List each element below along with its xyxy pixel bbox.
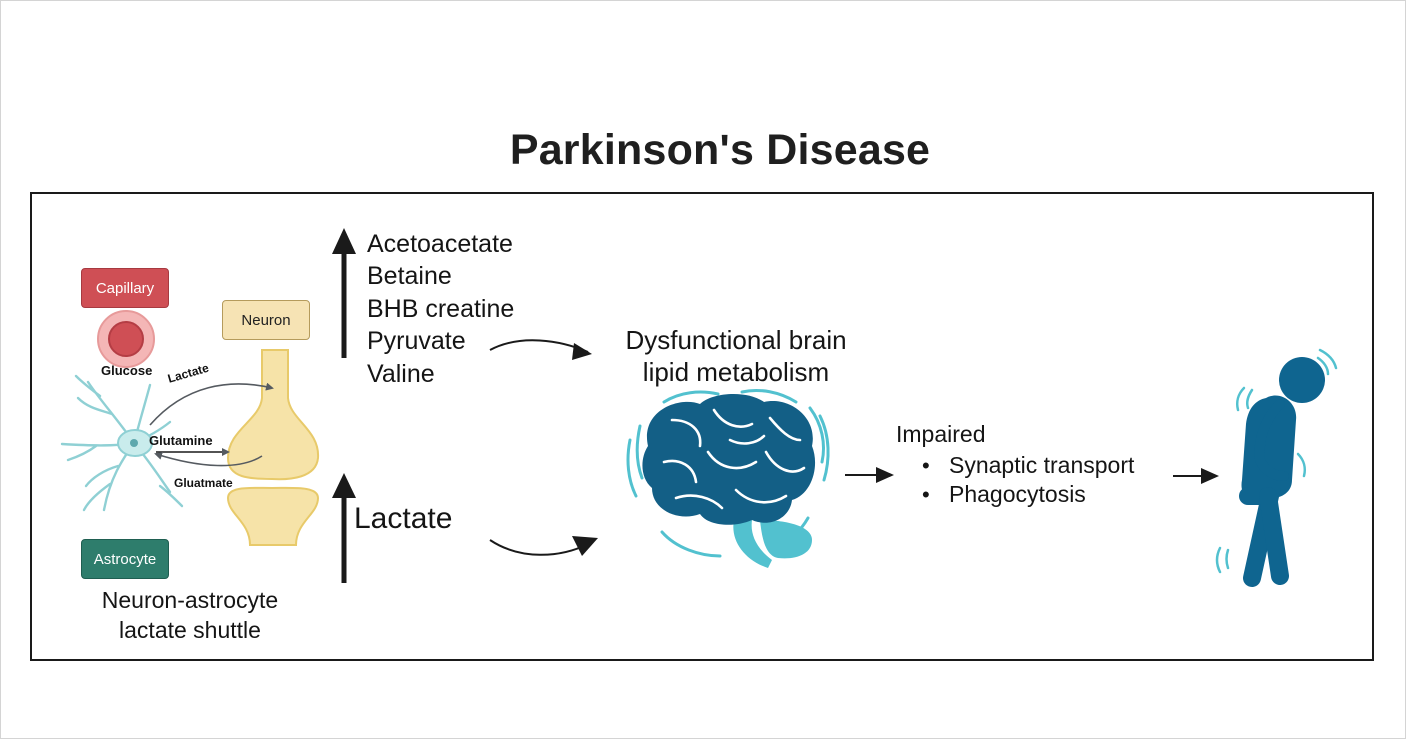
metabolite-item: Pyruvate [367, 327, 466, 356]
capillary-label: Capillary [81, 268, 169, 308]
impaired-item-text: Phagocytosis [949, 481, 1086, 507]
impaired-list: Synaptic transport Phagocytosis [922, 451, 1134, 509]
astrocyte-nucleus [130, 439, 138, 447]
impaired-item: Synaptic transport [922, 451, 1134, 480]
glutamate-arrow [154, 452, 263, 467]
arrow-right-icon [845, 467, 894, 483]
capillary-icon [97, 310, 155, 368]
impaired-item: Phagocytosis [922, 480, 1134, 509]
metabolite-item: Valine [367, 359, 435, 388]
brain-icon [626, 388, 830, 568]
metabolite-item: BHB creatine [367, 294, 515, 323]
parkinson-person-icon [1215, 348, 1338, 587]
astrocyte-label: Astrocyte [81, 539, 169, 579]
glucose-label: Glucose [101, 363, 153, 378]
arrow-right-icon [489, 539, 589, 556]
impaired-heading: Impaired [896, 421, 986, 447]
increased-lactate-label: Lactate [354, 502, 453, 535]
arrow-up-icon [332, 228, 356, 358]
metabolite-item: Betaine [367, 262, 452, 291]
outcome-label: Dysfunctional brain lipid metabolism [600, 324, 872, 388]
increased-metabolites-list: Acetoacetate Betaine BHB creatine Pyruva… [367, 228, 514, 390]
glutamine-label: Glutamine [149, 433, 213, 448]
shuttle-caption: Neuron-astrocyte lactate shuttle [70, 585, 310, 645]
shuttle-caption-line2: lactate shuttle [119, 617, 261, 643]
shuttle-caption-line1: Neuron-astrocyte [101, 587, 279, 613]
page-title: Parkinson's Disease [509, 126, 931, 174]
outcome-line1: Dysfunctional brain [625, 325, 847, 355]
glutamate-label: Gluatmate [174, 476, 233, 490]
lactate-arrow [149, 382, 274, 426]
neuron-label: Neuron [222, 300, 310, 340]
metabolite-item: Acetoacetate [367, 230, 513, 258]
diagram-panel [30, 192, 1374, 661]
neuron-synapse-icon [226, 349, 320, 546]
arrow-right-icon [1173, 468, 1219, 484]
arrow-up-icon [332, 473, 356, 583]
outcome-line2: lipid metabolism [642, 357, 830, 387]
impaired-item-text: Synaptic transport [949, 452, 1135, 478]
